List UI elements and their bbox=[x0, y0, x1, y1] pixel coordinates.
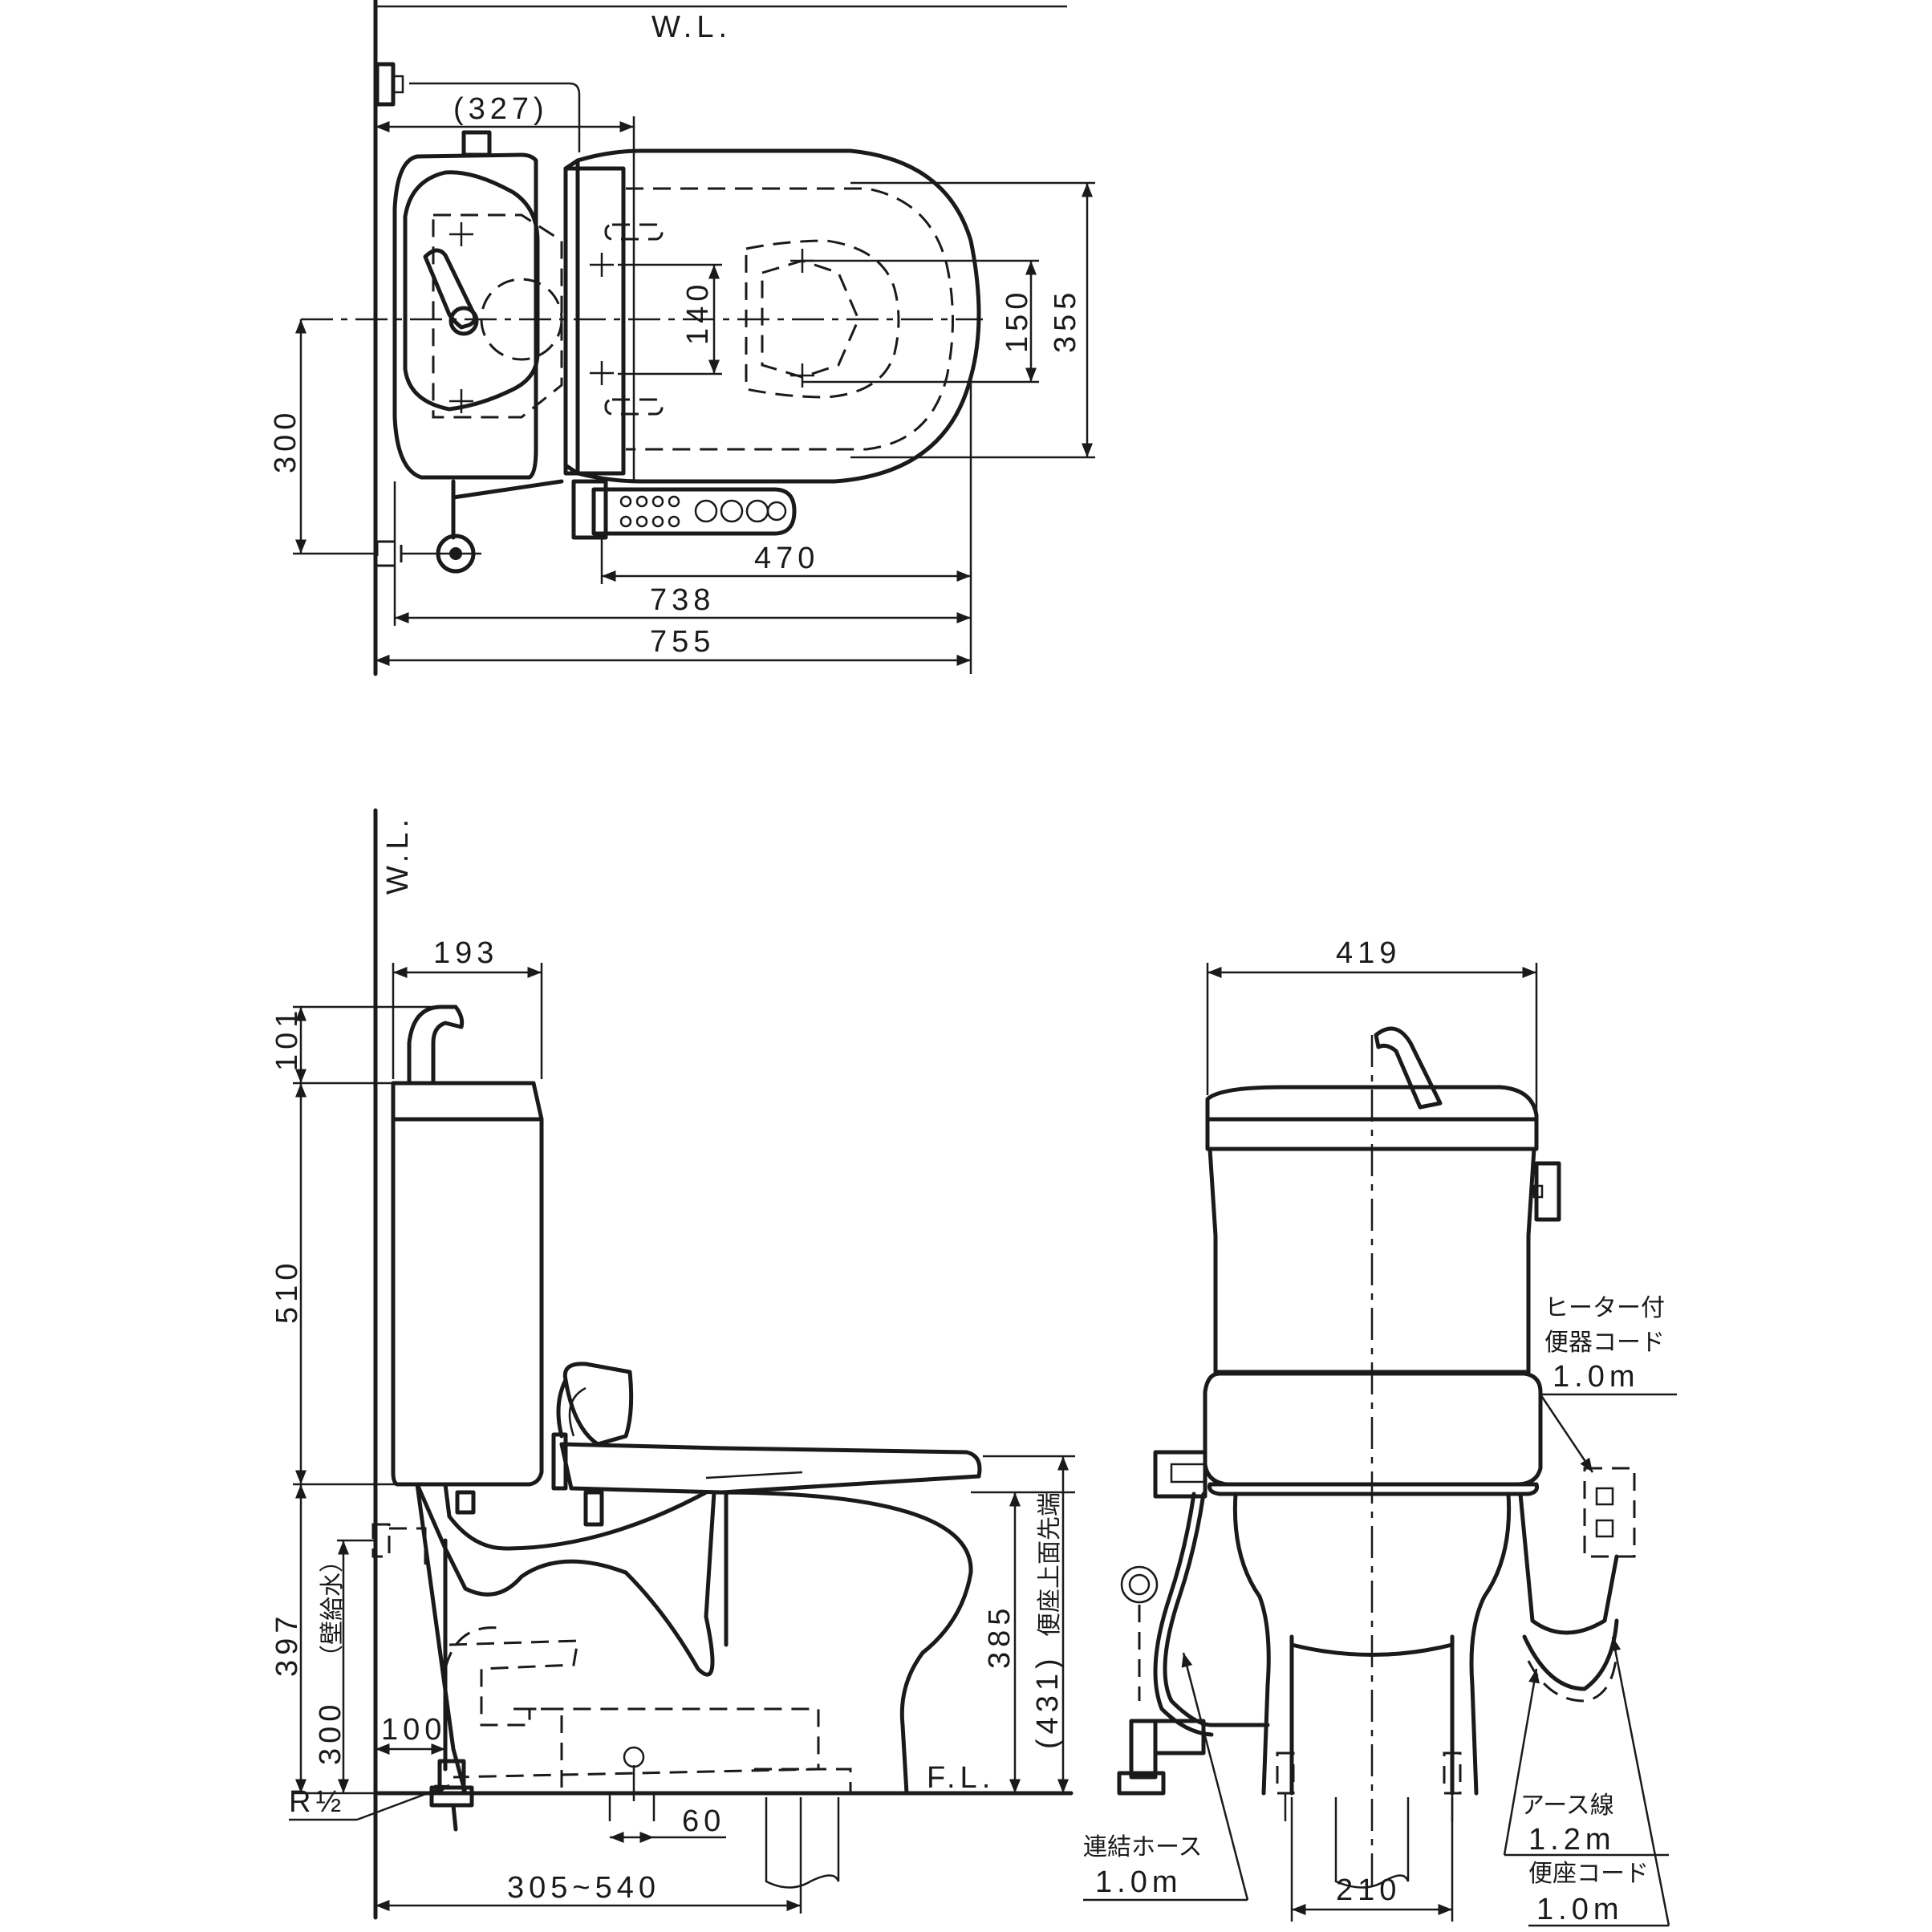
earth-length: 1.2m bbox=[1528, 1823, 1615, 1857]
dim-front-210: 210 bbox=[1336, 1873, 1401, 1907]
dim-top-150: 150 bbox=[1000, 288, 1034, 353]
dim-top-355: 355 bbox=[1049, 288, 1082, 353]
earth-label: アース線 bbox=[1520, 1792, 1614, 1820]
dim-side-193: 193 bbox=[433, 936, 498, 970]
side-view: W.L. F.L. bbox=[270, 808, 1075, 1920]
dim-top-755: 755 bbox=[650, 625, 715, 659]
heater-cord-length: 1.0m bbox=[1552, 1360, 1639, 1394]
dim-side-300: 300 bbox=[314, 1700, 347, 1765]
hose-label: 連結ホース bbox=[1083, 1833, 1203, 1861]
heater-cord-label-1: ヒーター付 bbox=[1544, 1294, 1665, 1322]
dim-side-510: 510 bbox=[270, 1259, 304, 1324]
dim-side-100: 100 bbox=[381, 1713, 446, 1747]
heater-cord-label-2: 便器コード bbox=[1544, 1329, 1665, 1357]
seat-cord-label: 便座コード bbox=[1528, 1860, 1649, 1888]
top-view: W.L. bbox=[269, 0, 1095, 676]
dim-top-738: 738 bbox=[650, 583, 715, 617]
wall-supply-label: （壁給水） bbox=[319, 1548, 347, 1669]
wl-label-top: W.L. bbox=[651, 10, 732, 44]
dim-top-300: 300 bbox=[269, 408, 302, 473]
hose-length: 1.0m bbox=[1095, 1865, 1182, 1899]
seat-tip-label: 便座上面先端 bbox=[1036, 1492, 1064, 1637]
r-half-label: R½ bbox=[289, 1785, 346, 1819]
front-view: 419 210 ヒーター付 便器コード 1.0m 連結ホース 1.0m アース線… bbox=[1083, 936, 1677, 1927]
dim-top-tank-depth: (327) bbox=[453, 92, 549, 126]
dim-side-60: 60 bbox=[682, 1804, 725, 1838]
dim-side-range: 305~540 bbox=[507, 1871, 660, 1905]
dim-side-101: 101 bbox=[270, 1006, 304, 1071]
seat-cord-length: 1.0m bbox=[1536, 1893, 1623, 1926]
fl-label: F.L. bbox=[927, 1761, 995, 1795]
wl-label-side: W.L. bbox=[381, 814, 415, 895]
dim-side-385: 385 bbox=[983, 1604, 1017, 1669]
dim-side-397: 397 bbox=[270, 1612, 304, 1677]
dim-top-140: 140 bbox=[681, 280, 715, 345]
dim-front-419: 419 bbox=[1336, 936, 1401, 970]
dim-side-431: (431) bbox=[1031, 1654, 1065, 1749]
dim-top-470: 470 bbox=[754, 542, 819, 575]
